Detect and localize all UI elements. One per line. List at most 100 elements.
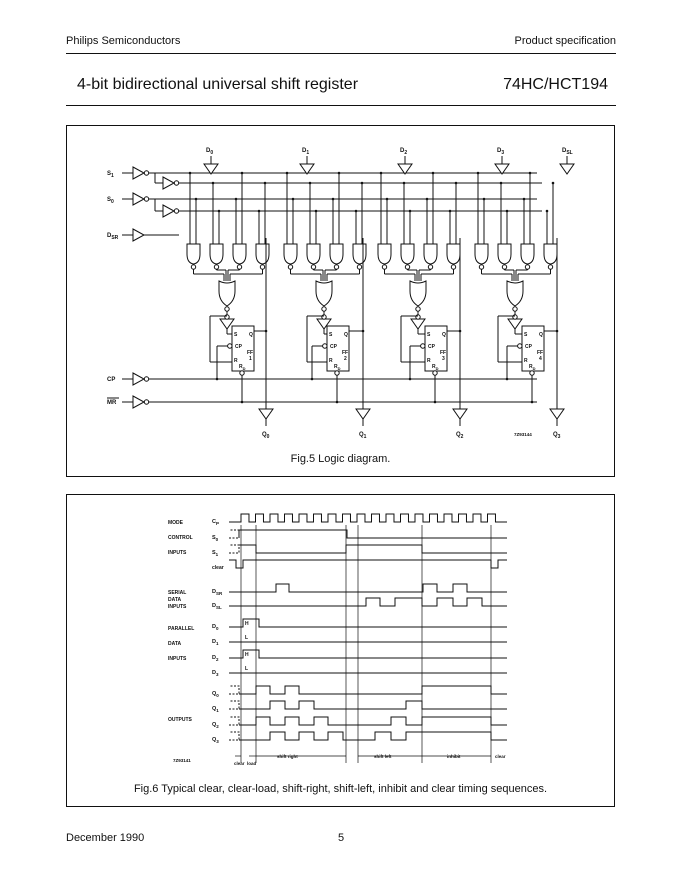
phase-label-clear-final: clear xyxy=(495,754,506,759)
phase-label-load: load xyxy=(247,761,257,766)
output-label-q0: Q0 xyxy=(262,432,270,440)
nand-gate xyxy=(283,243,298,265)
signal-label-cp: CP xyxy=(212,519,219,526)
inversion-bubble xyxy=(190,264,197,270)
output-buffer xyxy=(452,408,468,420)
nor-gate xyxy=(315,280,333,307)
inversion-bubble xyxy=(236,264,243,270)
ff-pin-q: Q xyxy=(344,332,348,338)
signal-label-q1: Q1 xyxy=(212,706,219,713)
junction-dot xyxy=(188,171,192,175)
waveform-q1 xyxy=(239,700,507,710)
junction-dot xyxy=(240,171,244,175)
nand-gate xyxy=(520,243,535,265)
junction-dot xyxy=(476,171,480,175)
buffer-gate xyxy=(132,395,146,409)
nor-gate xyxy=(409,280,427,307)
input-label-dsr: DSR xyxy=(107,233,119,241)
group-label: SERIAL xyxy=(168,590,186,596)
ff-pin-q: Q xyxy=(539,332,543,338)
junction-dot xyxy=(402,181,406,185)
buffer-gate xyxy=(132,192,146,206)
inversion-bubble xyxy=(512,306,518,312)
nand-gate xyxy=(474,243,489,265)
group-label: DATA xyxy=(168,597,182,603)
input-buffer xyxy=(559,163,575,175)
nand-gate xyxy=(186,243,201,265)
ff-number: 4 xyxy=(539,356,542,362)
signal-label-s0: S0 xyxy=(212,535,219,542)
group-label: CONTROL xyxy=(168,535,193,541)
ff-pin-cp: CP xyxy=(525,344,533,350)
undefined-state xyxy=(229,529,240,539)
inversion-bubble xyxy=(143,399,150,405)
inversion-bubble xyxy=(310,264,317,270)
output-label-q3: Q3 xyxy=(553,432,561,440)
nand-gate xyxy=(400,243,415,265)
ff-pin-q: Q xyxy=(249,332,253,338)
ff-pin-r: R xyxy=(524,358,528,364)
signal-label-d2: D2 xyxy=(212,655,219,662)
junction-dot xyxy=(522,197,526,201)
document-type: Product specification xyxy=(514,35,617,47)
junction-dot xyxy=(291,197,295,201)
group-label: OUTPUTS xyxy=(168,717,193,723)
input-buffer xyxy=(397,163,413,175)
junction-dot xyxy=(331,197,335,201)
phase-label-shift-right: shift right xyxy=(277,754,298,759)
ff-pin-s: S xyxy=(329,332,333,338)
figure-code: 7Z93141 xyxy=(173,758,191,763)
junction-dot xyxy=(408,209,412,213)
ff-pin-r: R xyxy=(234,358,238,364)
inversion-bubble xyxy=(213,264,220,270)
level-d0: H xyxy=(245,621,249,627)
junction-dot xyxy=(448,209,452,213)
ff-pin-rd: RD xyxy=(239,364,246,371)
waveform-cp xyxy=(229,513,507,523)
signal-label-d1: D1 xyxy=(212,639,219,646)
inversion-bubble xyxy=(333,264,340,270)
part-number: 74HC/HCT194 xyxy=(503,76,608,93)
fig6-caption: Fig.6 Typical clear, clear-load, shift-r… xyxy=(133,783,548,795)
figure-code: 7Z93144 xyxy=(514,432,532,437)
waveform-dsr xyxy=(229,583,507,593)
junction-dot xyxy=(425,197,429,201)
junction-dot xyxy=(482,197,486,201)
group-label: MODE xyxy=(168,520,184,526)
ff-label: FF xyxy=(247,350,253,356)
junction-dot xyxy=(431,171,435,175)
buffer-gate xyxy=(132,166,146,180)
junction-dot xyxy=(211,181,215,185)
undefined-state xyxy=(229,700,240,710)
inversion-bubble xyxy=(321,314,327,320)
inversion-bubble xyxy=(547,264,554,270)
nand-gate xyxy=(306,243,321,265)
nand-gate xyxy=(232,243,247,265)
nand-gate xyxy=(446,243,461,265)
group-label: PARALLEL xyxy=(168,626,194,632)
inversion-bubble xyxy=(529,370,535,376)
waveform-s0 xyxy=(239,529,507,539)
waveform-q0 xyxy=(239,685,507,695)
inversion-bubble xyxy=(517,343,523,349)
group-label: INPUTS xyxy=(168,604,187,610)
signal-label-q0: Q0 xyxy=(212,691,219,698)
group-label: INPUTS xyxy=(168,550,187,556)
nor-gate xyxy=(218,280,236,307)
junction-dot xyxy=(263,181,267,185)
company-name: Philips Semiconductors xyxy=(66,35,181,47)
nand-gate xyxy=(209,243,224,265)
undefined-state xyxy=(229,731,240,741)
ff-label: FF xyxy=(440,350,446,356)
footer-date: December 1990 xyxy=(66,832,145,844)
ff-pin-rd: RD xyxy=(334,364,341,371)
document-title: 4-bit bidirectional universal shift regi… xyxy=(77,76,359,93)
nand-gate xyxy=(352,243,367,265)
level-d2: H xyxy=(245,652,249,658)
junction-dot xyxy=(505,209,509,213)
junction-dot xyxy=(354,209,358,213)
waveform-clear xyxy=(229,559,507,569)
inversion-bubble xyxy=(356,264,363,270)
inversion-bubble xyxy=(239,370,245,376)
